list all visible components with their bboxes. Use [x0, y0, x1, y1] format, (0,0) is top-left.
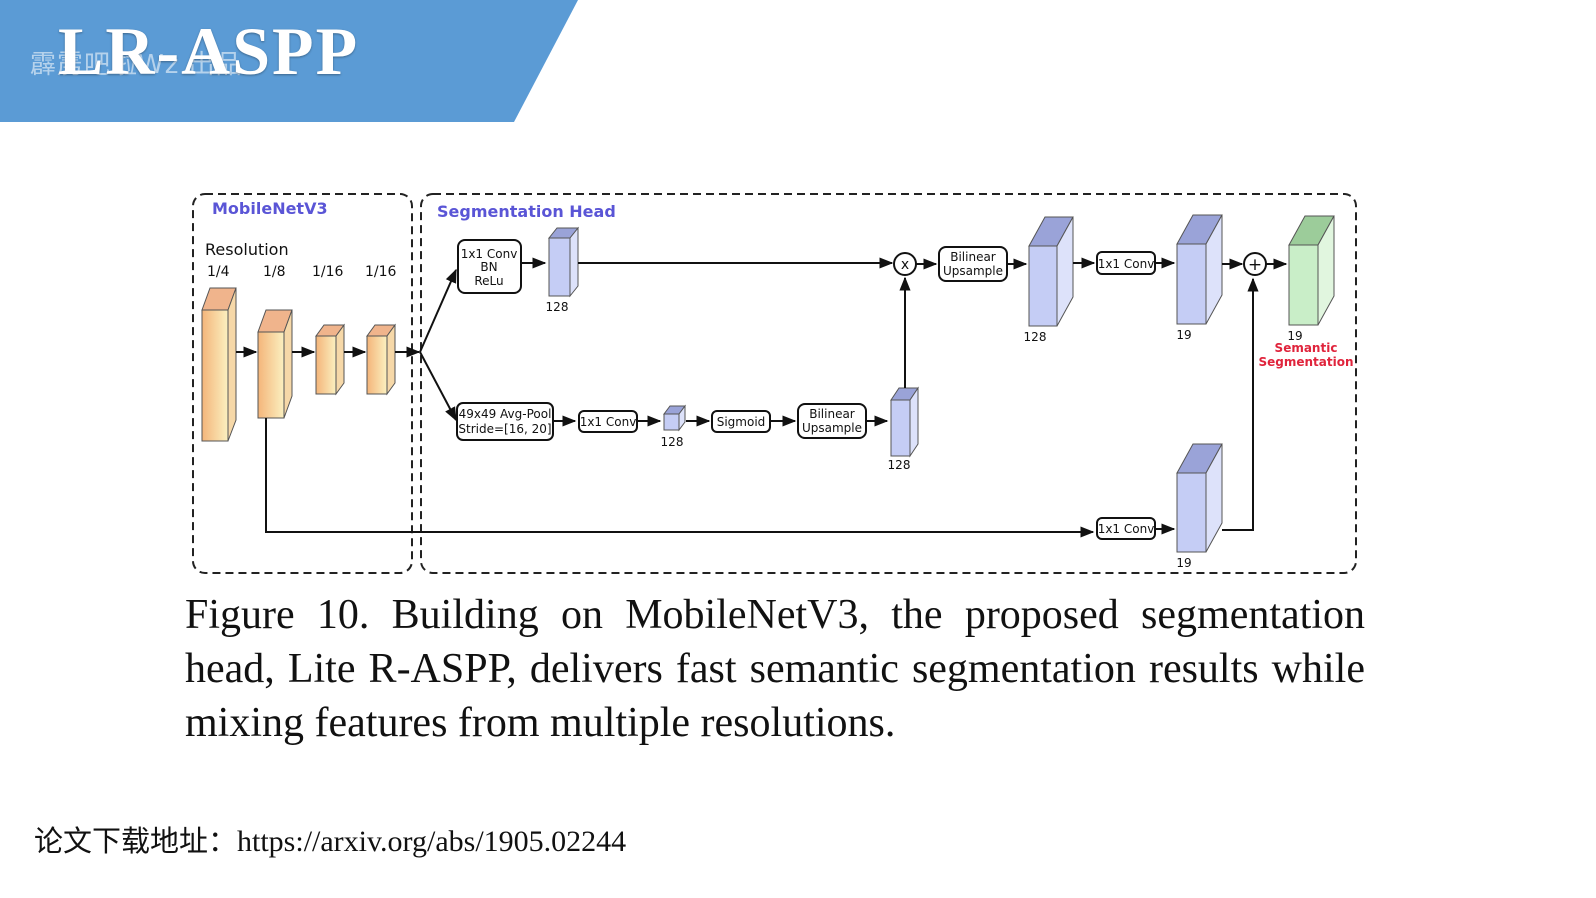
- top-feature: [547, 226, 580, 298]
- merge-output-channels: 19: [1176, 328, 1191, 342]
- resolution-3: 1/16: [312, 264, 344, 280]
- backbone-feature-2: [257, 309, 293, 419]
- resolution-4: 1/16: [365, 264, 397, 280]
- sigmoid-label: Sigmoid: [717, 415, 766, 429]
- bottom-upsample-line-2: Upsample: [802, 421, 862, 435]
- resolution-label: Resolution: [205, 240, 289, 259]
- merge-upsample-line-2: Upsample: [943, 264, 1003, 278]
- avg-pool-line-2: Stride=[16, 20]: [458, 422, 551, 436]
- merge-upsample-line-1: Bilinear: [950, 250, 996, 264]
- merge-feature-channels: 128: [1024, 330, 1047, 344]
- skip-conv-label: 1x1 Conv: [1098, 522, 1155, 536]
- add-symbol: +: [1248, 255, 1262, 275]
- output-channels: 19: [1287, 329, 1302, 343]
- skip-feature-channels: 19: [1176, 556, 1191, 570]
- resolution-2: 1/8: [263, 264, 286, 280]
- figure-caption: Figure 10. Building on MobileNetV3, the …: [185, 592, 1365, 746]
- multiply-symbol: x: [901, 257, 909, 273]
- merge-feature: [1028, 216, 1074, 327]
- top-feature-channels: 128: [546, 300, 569, 314]
- attention-feature-channels: 128: [888, 458, 911, 472]
- lr-aspp-diagram: MobileNetV3 Segmentation Head Resolution…: [192, 193, 1357, 574]
- skip-feature: [1176, 443, 1223, 553]
- bottom-upsample-line-1: Bilinear: [809, 407, 855, 421]
- attention-feature: [890, 386, 919, 458]
- backbone-feature-3: [315, 323, 345, 396]
- pooled-feature-channels: 128: [661, 435, 684, 449]
- output-feature: [1288, 215, 1335, 326]
- title-banner: [0, 0, 578, 122]
- output-label-line-1: Semantic: [1275, 341, 1338, 355]
- pooled-feature: [663, 404, 686, 432]
- backbone-region: [192, 193, 413, 574]
- slide-title: LR-ASPP: [58, 13, 360, 89]
- conv-bn-relu-line-1: 1x1 Conv: [461, 247, 518, 261]
- head-label: Segmentation Head: [437, 202, 616, 221]
- output-label-line-2: Segmentation: [1258, 355, 1353, 369]
- paper-link-label: 论文下载地址：: [34, 824, 238, 858]
- bottom-conv-label: 1x1 Conv: [580, 415, 637, 429]
- paper-link: 论文下载地址：https://arxiv.org/abs/1905.02244: [34, 818, 626, 860]
- backbone-label: MobileNetV3: [212, 199, 328, 218]
- head-region: [420, 193, 1357, 574]
- conv-bn-relu-line-2: BN: [480, 260, 497, 274]
- merge-output-feature: [1176, 214, 1223, 325]
- backbone-feature-4: [366, 323, 396, 396]
- resolution-1: 1/4: [207, 264, 230, 280]
- backbone-feature-1: [201, 287, 237, 442]
- conv-bn-relu-box: [457, 239, 522, 294]
- watermark: 霹雳吧啦Wz 出品: [30, 50, 243, 80]
- conv-bn-relu-line-3: ReLu: [474, 274, 503, 288]
- paper-link-url[interactable]: https://arxiv.org/abs/1905.02244: [237, 825, 627, 858]
- merge-conv-label: 1x1 Conv: [1098, 257, 1155, 271]
- avg-pool-line-1: 49x49 Avg-Pool: [459, 407, 552, 421]
